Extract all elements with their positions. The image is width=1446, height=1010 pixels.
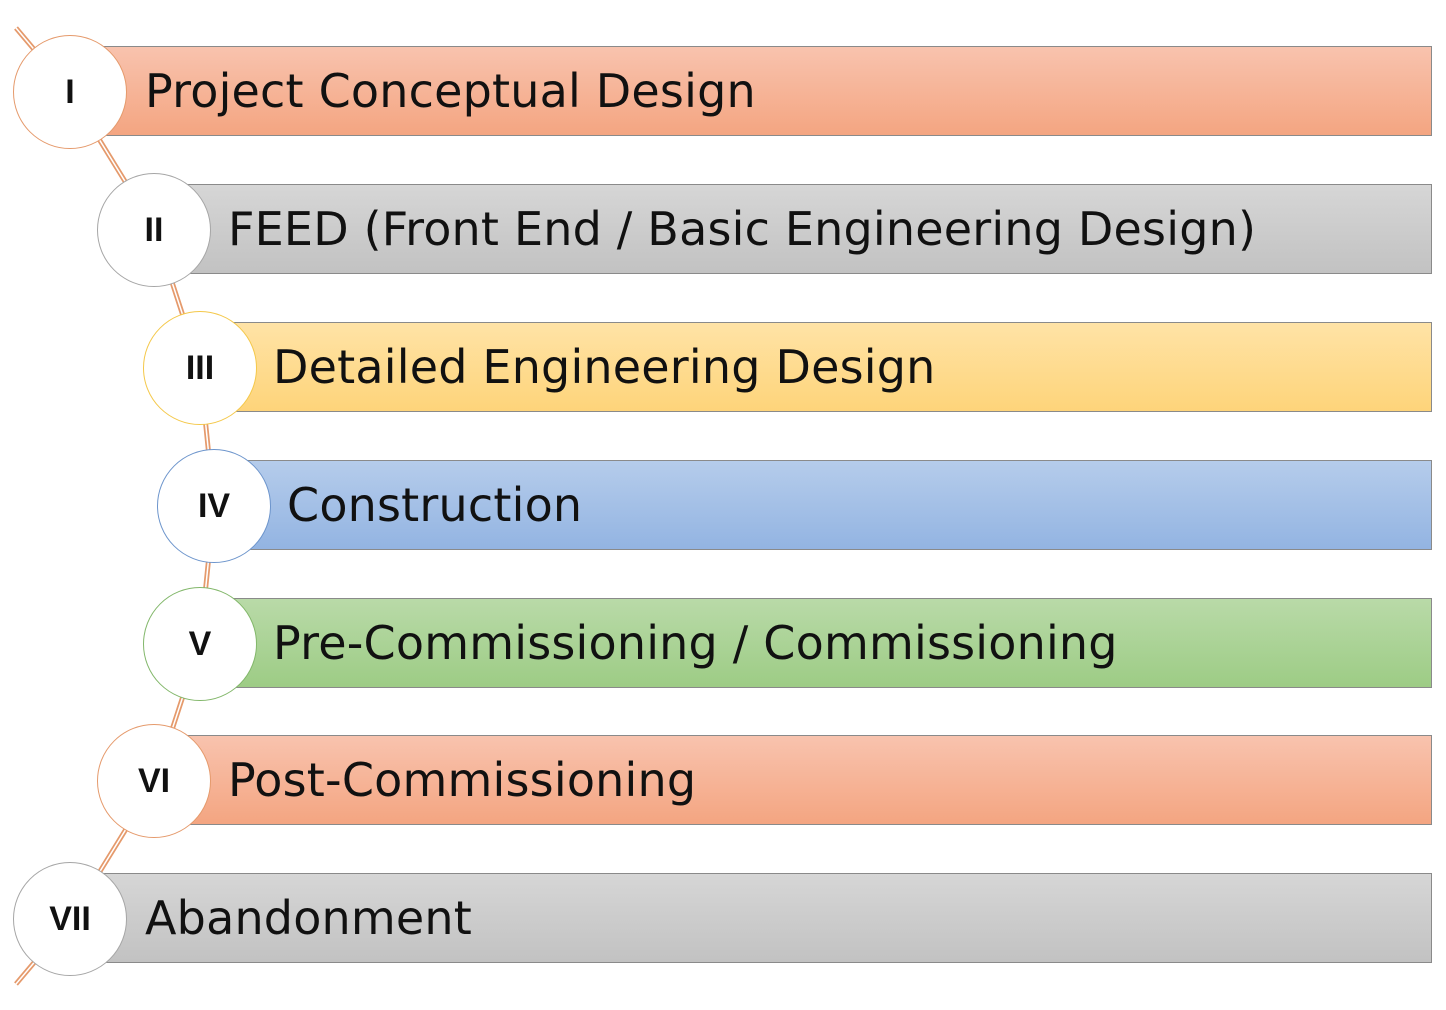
- stage-bar-2: FEED (Front End / Basic Engineering Desi…: [155, 184, 1432, 274]
- stage-marker-6: VI: [97, 724, 211, 838]
- stage-marker-1: I: [13, 35, 127, 149]
- stage-marker-7: VII: [13, 862, 127, 976]
- stage-bar-1: Project Conceptual Design: [70, 46, 1432, 136]
- stage-marker-5: V: [143, 587, 257, 701]
- stage-label-2: FEED (Front End / Basic Engineering Desi…: [228, 202, 1257, 256]
- stage-label-4: Construction: [287, 478, 583, 532]
- stage-bar-5: Pre-Commissioning / Commissioning: [200, 598, 1432, 688]
- stage-numeral-5: V: [188, 624, 212, 663]
- stage-label-1: Project Conceptual Design: [145, 64, 756, 118]
- stage-numeral-2: II: [144, 210, 164, 249]
- stage-marker-4: IV: [157, 449, 271, 563]
- stage-numeral-3: III: [185, 348, 215, 387]
- stage-numeral-4: IV: [197, 486, 231, 525]
- stage-bar-6: Post-Commissioning: [155, 735, 1432, 825]
- stage-bar-7: Abandonment: [70, 873, 1432, 963]
- stage-numeral-6: VI: [137, 761, 171, 800]
- stage-label-6: Post-Commissioning: [228, 753, 697, 807]
- stage-label-3: Detailed Engineering Design: [273, 340, 936, 394]
- stage-marker-3: III: [143, 311, 257, 425]
- stage-bar-3: Detailed Engineering Design: [200, 322, 1432, 412]
- stage-label-5: Pre-Commissioning / Commissioning: [273, 616, 1118, 670]
- stage-label-7: Abandonment: [145, 891, 473, 945]
- stage-bar-4: Construction: [214, 460, 1432, 550]
- stage-numeral-1: I: [65, 72, 75, 111]
- stage-marker-2: II: [97, 173, 211, 287]
- stage-numeral-7: VII: [49, 899, 91, 938]
